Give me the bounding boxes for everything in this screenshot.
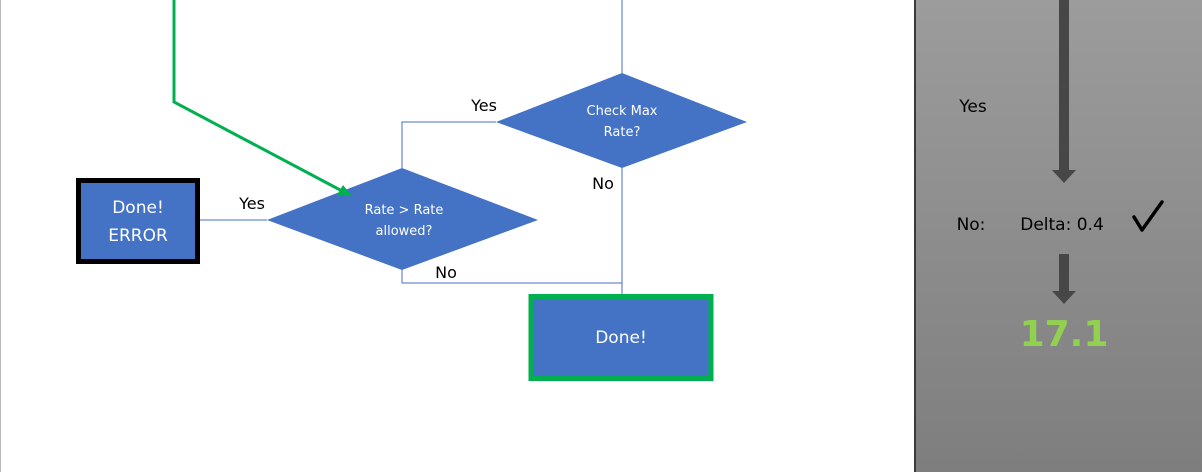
done-text: Done! [595, 328, 647, 348]
check-max-rate-diamond[interactable] [496, 73, 747, 168]
done-error-box[interactable] [76, 178, 200, 264]
connector-max-yes [401, 121, 496, 168]
panel-arrow-head-2 [1052, 291, 1076, 304]
connector-rate-no [401, 270, 622, 284]
rate-no-label: No [435, 263, 457, 282]
check-max-rate-text-2: Rate? [604, 125, 641, 140]
max-no-label: No [592, 174, 614, 193]
max-yes-label: Yes [470, 96, 497, 115]
panel-arrow-shaft-2 [1059, 254, 1069, 293]
panel-no-label: No: [957, 215, 986, 235]
panel-arrow-shaft-1 [1059, 0, 1069, 170]
highlight-path [172, 0, 345, 194]
check-max-rate-text-1: Check Max [587, 104, 658, 119]
panel-result: 17.1 [1020, 314, 1109, 355]
done-error-text-1: Done! [112, 198, 164, 218]
panel-arrow-head-1 [1052, 170, 1076, 183]
done-box[interactable] [528, 294, 714, 381]
trace-panel [914, 0, 1202, 472]
rate-allowed-text-1: Rate > Rate [365, 203, 444, 218]
connectors [200, 0, 623, 294]
rate-allowed-diamond[interactable] [267, 168, 538, 270]
done-error-text-2: ERROR [108, 226, 168, 246]
panel-delta: Delta: 0.4 [1020, 215, 1104, 235]
rate-allowed-text-2: allowed? [376, 224, 433, 239]
rate-yes-label: Yes [238, 194, 265, 213]
panel-yes-label: Yes [958, 97, 987, 117]
check-mark-icon [1132, 200, 1164, 232]
highlight-arrowhead [337, 185, 352, 196]
